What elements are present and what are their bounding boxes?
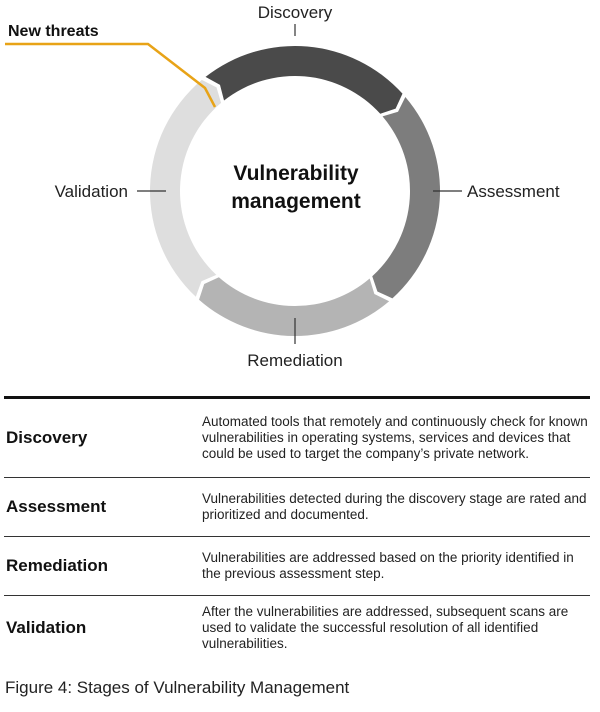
- ring-segment-validation: [149, 79, 222, 297]
- ring-segment-discovery: [205, 46, 403, 114]
- table-row: Remediation Vulnerabilities are addresse…: [4, 536, 590, 596]
- new-threats-callout-line: [5, 42, 217, 108]
- center-title-line1: Vulnerability: [233, 162, 359, 185]
- table-description-discovery: Automated tools that remotely and contin…: [198, 397, 590, 478]
- stage-label-discovery: Discovery: [258, 3, 333, 22]
- center-title-line2: management: [231, 190, 361, 213]
- table-description-assessment: Vulnerabilities detected during the disc…: [198, 477, 590, 537]
- ring-segment-remediation: [199, 277, 390, 336]
- new-threats-label: New threats: [8, 23, 99, 40]
- table-term-remediation: Remediation: [4, 536, 198, 596]
- table-description-remediation: Vulnerabilities are addressed based on t…: [198, 536, 590, 596]
- stages-table: Discovery Automated tools that remotely …: [4, 396, 590, 660]
- vulnerability-cycle-diagram: New threats Discovery Assessment Remedia…: [5, 3, 560, 370]
- table-term-discovery: Discovery: [4, 397, 198, 478]
- table-row: Validation After the vulnerabilities are…: [4, 596, 590, 660]
- ring-segment-assessment: [372, 96, 441, 299]
- figure-caption: Figure 4: Stages of Vulnerability Manage…: [5, 678, 350, 697]
- table-term-assessment: Assessment: [4, 477, 198, 537]
- table-row: Discovery Automated tools that remotely …: [4, 397, 590, 478]
- table-term-validation: Validation: [6, 617, 87, 637]
- table-description-validation: After the vulnerabilities are addressed,…: [202, 603, 569, 651]
- stage-label-remediation: Remediation: [247, 351, 342, 370]
- stage-label-assessment: Assessment: [467, 182, 560, 201]
- stage-label-validation: Validation: [55, 182, 128, 201]
- table-row: Assessment Vulnerabilities detected duri…: [4, 477, 590, 537]
